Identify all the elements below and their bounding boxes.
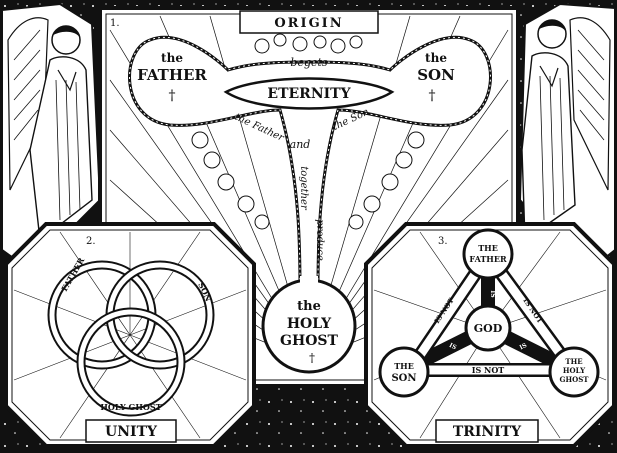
is-not-bottom: IS NOT	[472, 365, 505, 375]
trinity-ghost-label-2: HOLY	[563, 366, 586, 375]
and-text: and	[290, 138, 311, 151]
together-text: together	[298, 166, 309, 211]
trinity-father-node	[462, 228, 514, 280]
trinity-father-label-2: FATHER	[469, 254, 507, 264]
ring-holy-ghost-label: HOLY GHOST	[100, 402, 161, 412]
eternity-text: ETERNITY	[267, 86, 351, 102]
trinity-son-label-2: SON	[391, 373, 416, 384]
produce-text: produce	[314, 219, 325, 261]
flower-garland	[191, 33, 425, 230]
right-angel-figure	[518, 2, 616, 272]
son-cross: †	[429, 88, 436, 104]
father-cross: †	[169, 88, 176, 104]
left-angel-figure	[0, 2, 102, 272]
trinity-son-node	[378, 346, 430, 398]
trinity-god-label: GOD	[474, 322, 503, 335]
trinity-god-node	[464, 304, 512, 352]
trinity-label: TRINITY	[453, 424, 522, 440]
holy-ghost-label-2: GHOST	[280, 333, 338, 349]
panel-trinity	[364, 222, 616, 448]
panel-unity	[4, 222, 256, 448]
holy-ghost-label-1: HOLY	[287, 316, 332, 332]
trinity-father-label-1: THE	[478, 243, 498, 253]
unity-label: UNITY	[105, 424, 158, 440]
begets-text: begets	[290, 56, 328, 69]
son-article: the	[425, 51, 447, 65]
trinity-holy-ghost-node	[548, 346, 600, 398]
is-left: IS	[448, 342, 458, 351]
son-label: SON	[417, 66, 455, 84]
panel-number: 2.	[86, 236, 96, 247]
father-label: FATHER	[137, 66, 207, 84]
is-top: IS	[489, 290, 496, 297]
panel-number: 1.	[110, 18, 120, 29]
holy-ghost-cross: †	[309, 351, 315, 365]
trinity-ghost-label-3: GHOST	[560, 375, 590, 384]
panel-number: 3.	[438, 236, 448, 247]
father-article: the	[161, 51, 183, 65]
origin-banner-text: ORIGIN	[274, 16, 343, 31]
trinity-ghost-label-1: THE	[565, 357, 582, 366]
is-right: IS	[519, 342, 529, 351]
holy-ghost-article: the	[297, 299, 321, 314]
trinity-son-label-1: THE	[394, 361, 414, 371]
